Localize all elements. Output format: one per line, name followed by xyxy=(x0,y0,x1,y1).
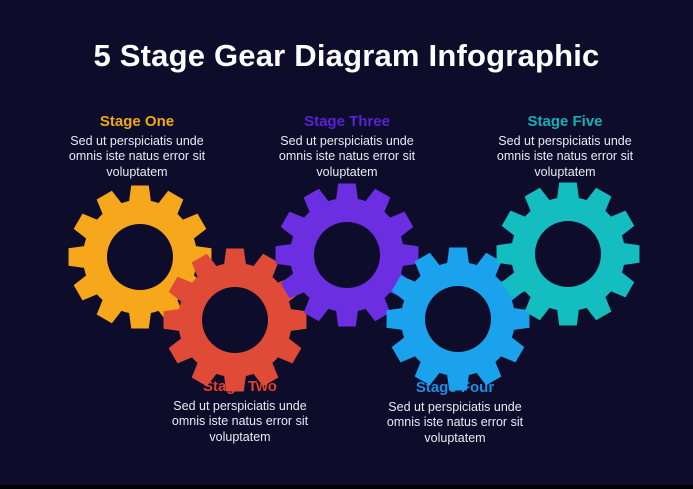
stage-one-label: Stage One xyxy=(99,113,175,130)
stage-three-label: Stage Three xyxy=(304,113,390,130)
stage-two-description: Sed ut perspiciatis unde omnis iste natu… xyxy=(171,399,309,444)
stage-two-text-block: Stage Two Sed ut perspiciatis unde omnis… xyxy=(155,378,325,445)
gear-icon-stage-four xyxy=(383,244,533,394)
stage-three-text-block: Stage Three Sed ut perspiciatis unde omn… xyxy=(262,113,432,180)
gear-icon-stage-three xyxy=(272,180,422,330)
page-title: 5 Stage Gear Diagram Infographic xyxy=(93,38,600,73)
gear-icon-stage-two xyxy=(160,245,310,395)
stage-three-description: Sed ut perspiciatis unde omnis iste natu… xyxy=(278,134,416,179)
stage-five-description: Sed ut perspiciatis unde omnis iste natu… xyxy=(496,134,634,179)
stage-five-text-block: Stage Five Sed ut perspiciatis unde omni… xyxy=(480,113,650,180)
bottom-edge-strip xyxy=(0,485,693,489)
stage-five-label: Stage Five xyxy=(527,113,603,130)
stage-one-text-block: Stage One Sed ut perspiciatis unde omnis… xyxy=(52,113,222,180)
stage-one-description: Sed ut perspiciatis unde omnis iste natu… xyxy=(68,134,206,179)
stage-four-description: Sed ut perspiciatis unde omnis iste natu… xyxy=(386,400,524,445)
gear-icon-stage-five xyxy=(493,179,643,329)
stage-four-text-block: Stage Four Sed ut perspiciatis unde omni… xyxy=(370,379,540,446)
